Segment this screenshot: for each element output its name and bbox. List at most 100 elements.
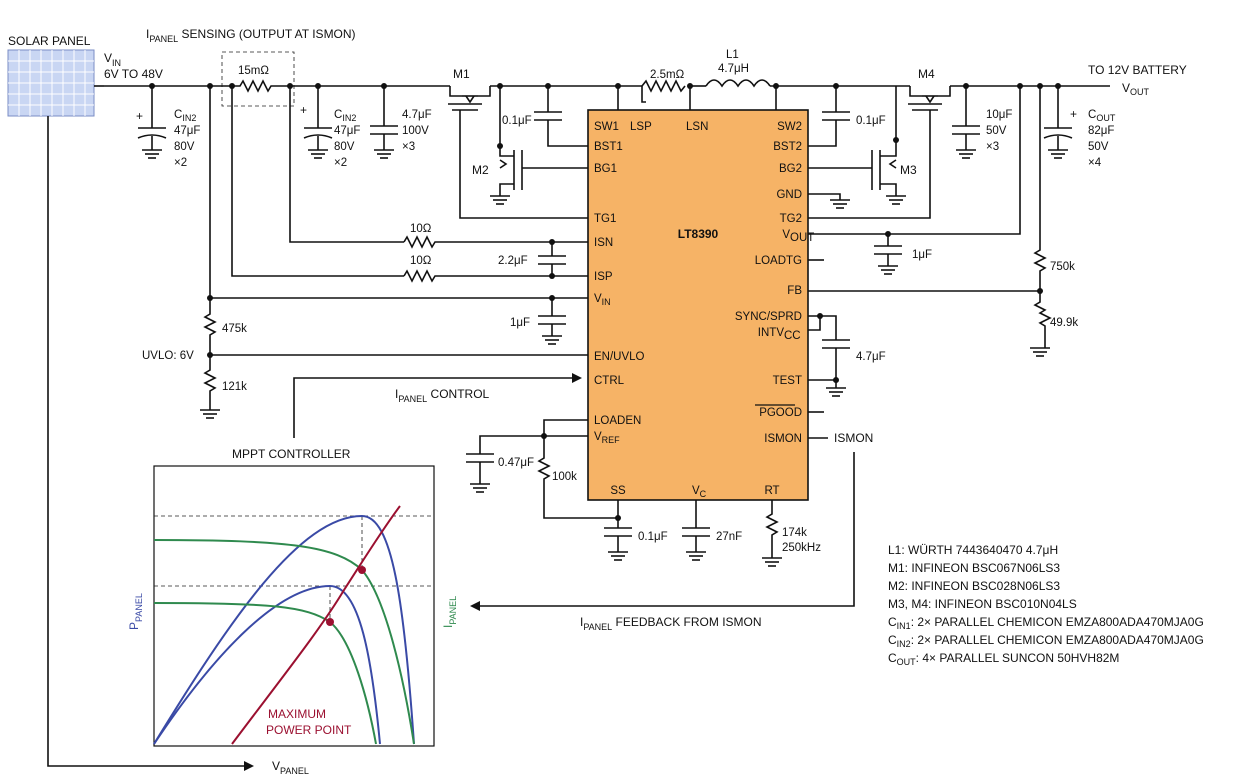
m2-label: M2 (472, 163, 489, 177)
pin-isn: ISN (594, 237, 613, 249)
vin-v: V (104, 51, 112, 65)
cap-1u-right-value: 1μF (912, 249, 932, 261)
solar-panel (7, 49, 95, 117)
cap-bst1-value: 0.1μF (502, 115, 532, 127)
cin1-label: CIN2 (174, 109, 196, 123)
i-panel-sub: PANEL (448, 596, 458, 625)
sensing-label: IPANEL SENSING (OUTPUT AT ISMON) (146, 27, 356, 44)
r499-value: 49.9k (1050, 317, 1078, 329)
battery-vout: VOUT (1122, 81, 1150, 97)
bom-line-4: M3, M4: INFINEON BSC010N04LS (888, 597, 1077, 611)
panel-control-i: I (395, 387, 398, 401)
cin1-plus: + (136, 109, 143, 123)
cap-27n-value: 27nF (716, 531, 742, 543)
pin-en-uvlo: EN/UVLO (594, 351, 645, 363)
ismon-net-label: ISMON (834, 431, 873, 445)
sense-resistor-value: 15mΩ (238, 65, 269, 77)
pin-vin: VIN (594, 293, 611, 307)
cap-bst1 (534, 86, 588, 147)
l1-name: L1 (726, 49, 739, 61)
pin-loaden: LOADEN (594, 415, 641, 427)
cap-047-value: 0.47μF (498, 457, 534, 469)
pin-ismon: ISMON (764, 433, 802, 445)
pin-bst1: BST1 (594, 141, 623, 153)
cin1-c: C (174, 109, 182, 121)
sensing-i: I (146, 27, 149, 41)
cap-10u-value: 10μF (986, 109, 1012, 121)
bom-2-pre: M1: INFINEON BSC067N06LS3 (888, 561, 1060, 575)
pin-intvcc-sub: CC (784, 330, 801, 342)
bom-line-1: L1: WÜRTH 7443640470 4.7μH (888, 543, 1058, 557)
pin-vref: VREF (594, 431, 620, 445)
bom-1-pre: L1: WÜRTH 7443640470 4.7μH (888, 543, 1058, 557)
l1-value: 4.7μH (718, 63, 749, 75)
power-curve-low (153, 584, 381, 745)
pv-curve-graph: MAXIMUM POWER POINT (153, 465, 435, 747)
v-panel-axis-label: VPANEL (272, 759, 309, 776)
cin2-capacitor: + (300, 86, 333, 159)
battery-label: TO 12V BATTERY (1088, 63, 1187, 77)
p-panel-axis-label: PPANEL (127, 593, 144, 630)
bom-line-2: M1: INFINEON BSC067N06LS3 (888, 561, 1060, 575)
battery-sub: OUT (1130, 87, 1150, 97)
rt-value: 174k (782, 527, 807, 539)
chip-name: LT8390 (678, 227, 719, 241)
cout-count: ×4 (1088, 157, 1102, 169)
uvlo-label: UVLO: 6V (142, 350, 194, 362)
cap-4u7-100v (370, 86, 398, 159)
cap-4u7-voltage: 100V (402, 125, 429, 137)
panel-control-sub: PANEL (398, 394, 427, 404)
feedback-rest: FEEDBACK FROM ISMON (612, 615, 761, 629)
sensing-sub: PANEL (149, 34, 178, 44)
r121-value: 121k (222, 381, 247, 393)
sensing-box (221, 51, 295, 107)
cin2-voltage: 80V (334, 141, 355, 153)
pin-vout-v: V (782, 229, 790, 241)
pin-bg1: BG1 (594, 163, 617, 175)
bom-6-sub: IN2 (897, 639, 911, 649)
cap-bst2-value: 0.1μF (856, 115, 886, 127)
bom-7-sub: OUT (897, 657, 917, 667)
cap-1u-right (874, 234, 902, 275)
cin2-plus: + (300, 103, 307, 117)
bom-line-3: M2: INFINEON BSC028N06LS3 (888, 579, 1060, 593)
cout-label: COUT (1088, 109, 1116, 123)
r750-value: 750k (1050, 261, 1075, 273)
pin-isp: ISP (594, 271, 613, 283)
bom-3-pre: M2: INFINEON BSC028N06LS3 (888, 579, 1060, 593)
mpp-label-1: MAXIMUM (268, 707, 326, 721)
mpp-point-low (326, 618, 334, 626)
pin-ctrl: CTRL (594, 375, 625, 387)
bom-6-pre: C (888, 633, 897, 647)
pin-sync-sprd: SYNC/SPRD (735, 311, 802, 323)
cout-plus: + (1070, 107, 1077, 121)
pin-ss: SS (610, 485, 626, 497)
p-panel-p: P (127, 622, 141, 630)
r10a-value: 10Ω (410, 223, 432, 235)
pin-vout: V (782, 229, 790, 241)
cin2-value: 47μF (334, 125, 360, 137)
mosfet-m2 (490, 146, 588, 205)
cap-10u (952, 86, 980, 159)
cap-4u7-right-value: 4.7μF (856, 351, 886, 363)
cap-1u-left-value: 1μF (510, 317, 530, 329)
v-panel-v: V (272, 759, 280, 773)
bom-7-pre: C (888, 651, 897, 665)
pin-test: TEST (773, 375, 802, 387)
pin-vout-sub: OUT (790, 232, 814, 244)
pin-sw1: SW1 (594, 121, 619, 133)
graph-frame (153, 465, 435, 747)
cin2-sub: IN2 (342, 113, 356, 123)
i-panel-i: I (441, 625, 455, 628)
pin-vc-v: V (692, 485, 700, 497)
bom-5-sub: IN1 (897, 621, 911, 631)
m3-label: M3 (900, 163, 917, 177)
bom-line-7: COUT: 4× PARALLEL SUNCON 50HVH82M (888, 651, 1119, 667)
lt8390-chip (587, 109, 809, 501)
mosfet-m1 (448, 86, 588, 219)
sensing-rest: SENSING (OUTPUT AT ISMON) (178, 27, 355, 41)
cout-sub: OUT (1096, 113, 1116, 123)
panel-control-rest: CONTROL (427, 387, 489, 401)
cap-ss-value: 0.1μF (638, 531, 668, 543)
pin-intvcc: INTV (758, 327, 785, 339)
